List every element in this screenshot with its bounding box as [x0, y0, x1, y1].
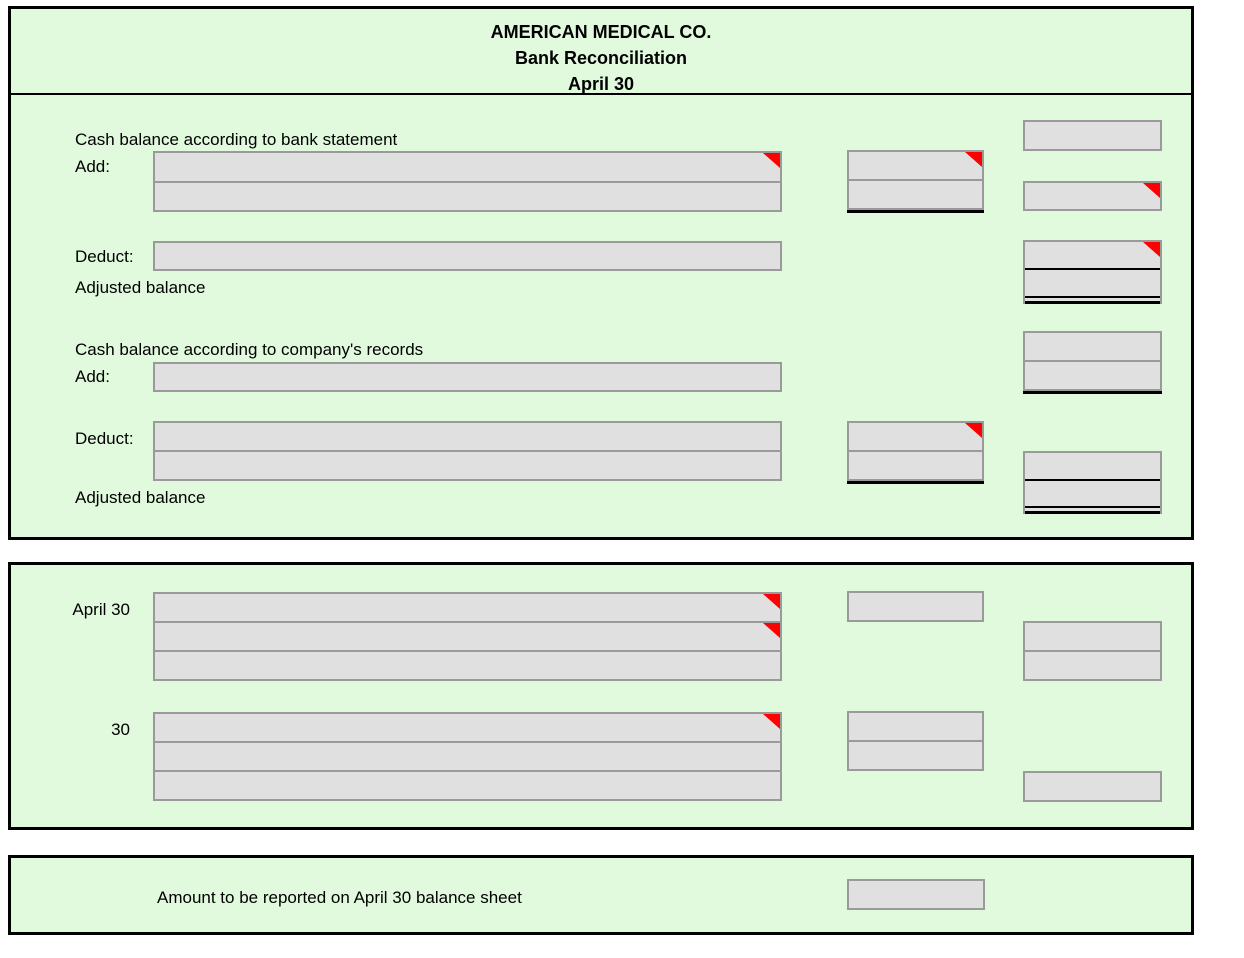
bank-adjusted-stack — [1023, 240, 1162, 304]
journal1-credit-2-input[interactable] — [1025, 650, 1160, 679]
double-rule — [1025, 296, 1160, 304]
statement-title: Bank Reconciliation — [514, 48, 688, 68]
error-flag-icon — [763, 714, 780, 729]
error-flag-icon — [1143, 183, 1160, 198]
double-rule — [1025, 506, 1160, 514]
bank-adjusted-balance-input[interactable] — [1025, 268, 1160, 296]
bank-section-title: Cash balance according to bank statement — [75, 130, 398, 149]
company-balance-input[interactable] — [1025, 333, 1160, 360]
company-balance-stack — [1023, 331, 1162, 391]
bank-add-item-2-input[interactable] — [155, 180, 780, 210]
company-adjusted-label: Adjusted balance — [75, 488, 206, 507]
statement-date: April 30 — [567, 74, 635, 94]
journal2-credit-input[interactable] — [1023, 771, 1162, 802]
company-name: AMERICAN MEDICAL CO. — [490, 22, 712, 42]
company-add-label: Add: — [75, 367, 110, 386]
journal-entry-1-date: April 30 — [72, 600, 130, 619]
bank-add-items-stack — [153, 151, 782, 212]
company-deduct-amount-1-input[interactable] — [849, 423, 982, 450]
company-deduct-item-2-input[interactable] — [155, 450, 780, 479]
company-deduct-amounts-stack — [847, 421, 984, 481]
bank-deduct-amount-input[interactable] — [1025, 242, 1160, 268]
bank-add-amount-2-input[interactable] — [849, 179, 982, 208]
journal1-row3-account-input[interactable] — [155, 650, 780, 679]
balance-sheet-panel — [8, 855, 1194, 935]
journal2-debit-2-input[interactable] — [849, 740, 982, 769]
error-flag-icon — [763, 594, 780, 609]
bank-adjusted-label: Adjusted balance — [75, 278, 206, 297]
bank-add-total-input[interactable] — [1023, 181, 1162, 211]
journal-1-credits-stack — [1023, 621, 1162, 681]
journal2-row1-account-input[interactable] — [155, 714, 780, 741]
bank-deduct-item-input[interactable] — [153, 241, 782, 271]
bank-statement-balance-input[interactable] — [1023, 120, 1162, 151]
bank-add-amount-1-input[interactable] — [849, 152, 982, 179]
journal-2-accounts-stack — [153, 712, 782, 801]
error-flag-icon — [965, 152, 982, 167]
company-deduct-items-stack — [153, 421, 782, 481]
bank-deduct-label: Deduct: — [75, 247, 134, 266]
company-deduct-label: Deduct: — [75, 429, 134, 448]
company-add-item-input[interactable] — [153, 362, 782, 392]
journal2-row3-account-input[interactable] — [155, 770, 780, 799]
journal1-credit-1-input[interactable] — [1025, 623, 1160, 650]
journal-1-accounts-stack — [153, 592, 782, 681]
company-deduct-item-1-input[interactable] — [155, 423, 780, 450]
journal-entry-2-date: 30 — [111, 720, 130, 739]
error-flag-icon — [763, 623, 780, 638]
journal-2-debits-stack — [847, 711, 984, 771]
journal2-row2-account-input[interactable] — [155, 741, 780, 770]
bank-add-label: Add: — [75, 157, 110, 176]
journal1-debit-input[interactable] — [847, 591, 984, 622]
bank-add-amounts-stack — [847, 150, 984, 210]
company-add-amount-input[interactable] — [1025, 360, 1160, 389]
balance-sheet-amount-input[interactable] — [847, 879, 985, 910]
company-deduct-amount-2-input[interactable] — [849, 450, 982, 479]
journal2-debit-1-input[interactable] — [849, 713, 982, 740]
company-adjusted-balance-input[interactable] — [1025, 478, 1160, 506]
error-flag-icon — [763, 153, 780, 168]
header-divider — [11, 93, 1191, 95]
company-deduct-total-input[interactable] — [1025, 453, 1160, 479]
error-flag-icon — [1143, 242, 1160, 257]
bank-add-item-1-input[interactable] — [155, 153, 780, 181]
journal1-row2-account-input[interactable] — [155, 621, 780, 650]
balance-sheet-label: Amount to be reported on April 30 balanc… — [157, 888, 522, 907]
error-flag-icon — [965, 423, 982, 438]
company-section-title: Cash balance according to company's reco… — [75, 340, 424, 359]
journal1-row1-account-input[interactable] — [155, 594, 780, 621]
company-adjusted-stack — [1023, 451, 1162, 514]
